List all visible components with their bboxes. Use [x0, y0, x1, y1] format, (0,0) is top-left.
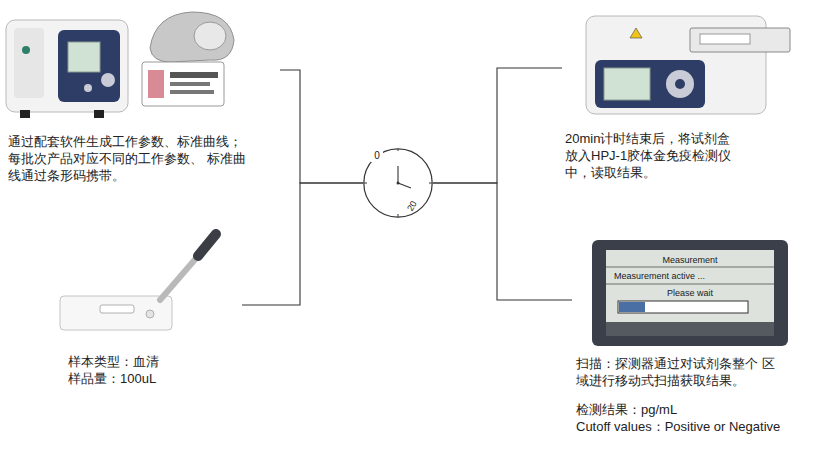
step-panel: 样本类型：血清样品量：100uL [55, 228, 242, 391]
step-panel: 通过配套软件生成工作参数、标准曲线； 每批次产品对应不同的工作参数、 标准曲线通… [5, 8, 280, 188]
caption-text: 0 [371, 150, 383, 162]
bracket-connector [280, 70, 363, 183]
screen-text: Measurement active ... [614, 271, 774, 282]
test-strip-photo [60, 234, 216, 330]
caption-text: 样本类型：血清 [68, 353, 238, 370]
screen-photo [592, 240, 788, 346]
caption-text: 样品量：100uL [68, 370, 238, 387]
step-panel: 20min计时结束后，将试剂盒 放入HPJ-1胶体金免疫检测仪 中，读取结果。 [562, 8, 792, 185]
analyzer-photo [6, 20, 128, 118]
reader-photo [586, 16, 790, 114]
bracket-connector [433, 183, 572, 300]
step-panel: 扫描：探测器通过对试剂条整个 区域进行移动式扫描获取结果。检测结果：pg/mLC… [572, 235, 830, 439]
caption-text: 通过配套软件生成工作参数、标准曲线； 每批次产品对应不同的工作参数、 标准曲线通… [8, 133, 248, 184]
screen-text: Measurement [606, 255, 774, 266]
caption-text: 检测结果：pg/mL [576, 401, 826, 418]
bracket-connector [242, 183, 363, 305]
bracket-connector [433, 68, 562, 183]
screen-text: Please wait [606, 288, 774, 299]
caption-text: Cutoff values：Positive or Negative [576, 418, 826, 435]
timer-clock: 020 [363, 148, 433, 218]
caption-text: 20min计时结束后，将试剂盒 放入HPJ-1胶体金免疫检测仪 中，读取结果。 [565, 130, 740, 181]
caption-text: 扫描：探测器通过对试剂条整个 区域进行移动式扫描获取结果。 [576, 355, 776, 389]
label-holder: Measurement [606, 255, 774, 266]
scanner-photo [142, 12, 234, 106]
label-holder: Please wait [606, 288, 774, 299]
label-holder: Measurement active ... [614, 271, 774, 282]
